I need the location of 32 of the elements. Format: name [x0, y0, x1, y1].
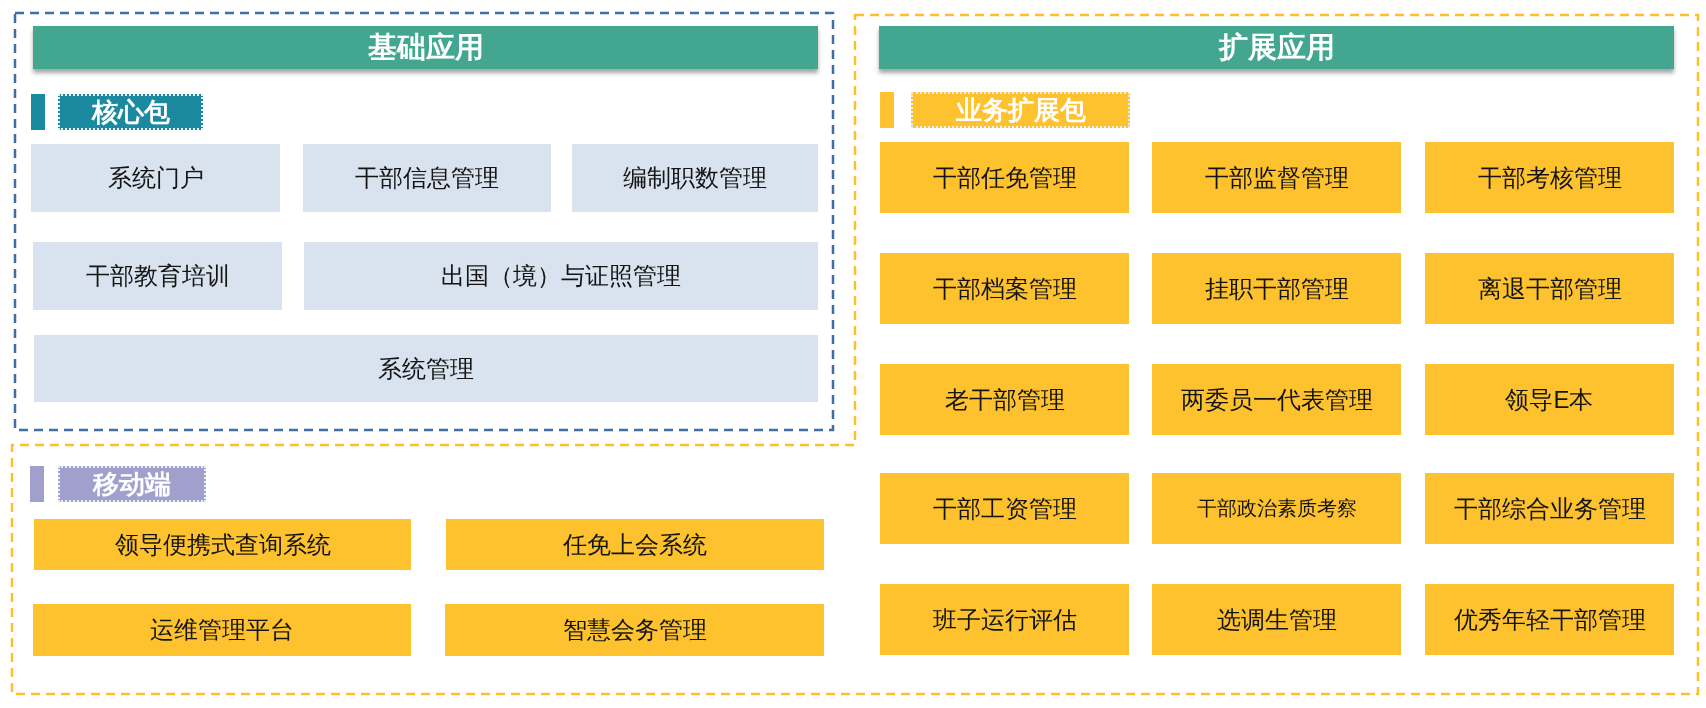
module-box: 干部档案管理: [880, 253, 1129, 324]
module-box: 选调生管理: [1152, 584, 1401, 655]
module-box: 干部监督管理: [1152, 142, 1401, 213]
module-box: 领导E本: [1425, 364, 1674, 435]
module-box: 系统管理: [34, 335, 818, 402]
section-header: 扩展应用: [879, 26, 1674, 69]
module-box: 干部信息管理: [303, 144, 551, 212]
module-box: 出国（境）与证照管理: [304, 242, 818, 310]
module-box: 干部任免管理: [880, 142, 1129, 213]
module-box: 干部政治素质考察: [1152, 473, 1401, 544]
section-tag: 业务扩展包: [911, 92, 1130, 128]
module-box: 任免上会系统: [446, 519, 824, 570]
module-box: 编制职数管理: [572, 144, 818, 212]
module-box: 干部考核管理: [1425, 142, 1674, 213]
section-tag: 移动端: [58, 466, 206, 502]
module-box: 干部工资管理: [880, 473, 1129, 544]
module-box: 两委员一代表管理: [1152, 364, 1401, 435]
module-box: 干部教育培训: [33, 242, 282, 310]
module-box: 老干部管理: [880, 364, 1129, 435]
section-frame: [14, 12, 834, 431]
module-box: 运维管理平台: [33, 604, 411, 656]
module-box: 班子运行评估: [880, 584, 1129, 655]
section-header: 基础应用: [33, 26, 818, 69]
module-box: 干部综合业务管理: [1425, 473, 1674, 544]
module-box: 智慧会务管理: [445, 604, 824, 656]
module-box: 离退干部管理: [1425, 253, 1674, 324]
section-frame: [11, 14, 1699, 695]
module-box: 优秀年轻干部管理: [1425, 584, 1674, 655]
section-tag: 核心包: [58, 94, 203, 130]
module-box: 领导便携式查询系统: [34, 519, 411, 570]
module-box: 挂职干部管理: [1152, 253, 1401, 324]
module-box: 系统门户: [31, 144, 280, 212]
